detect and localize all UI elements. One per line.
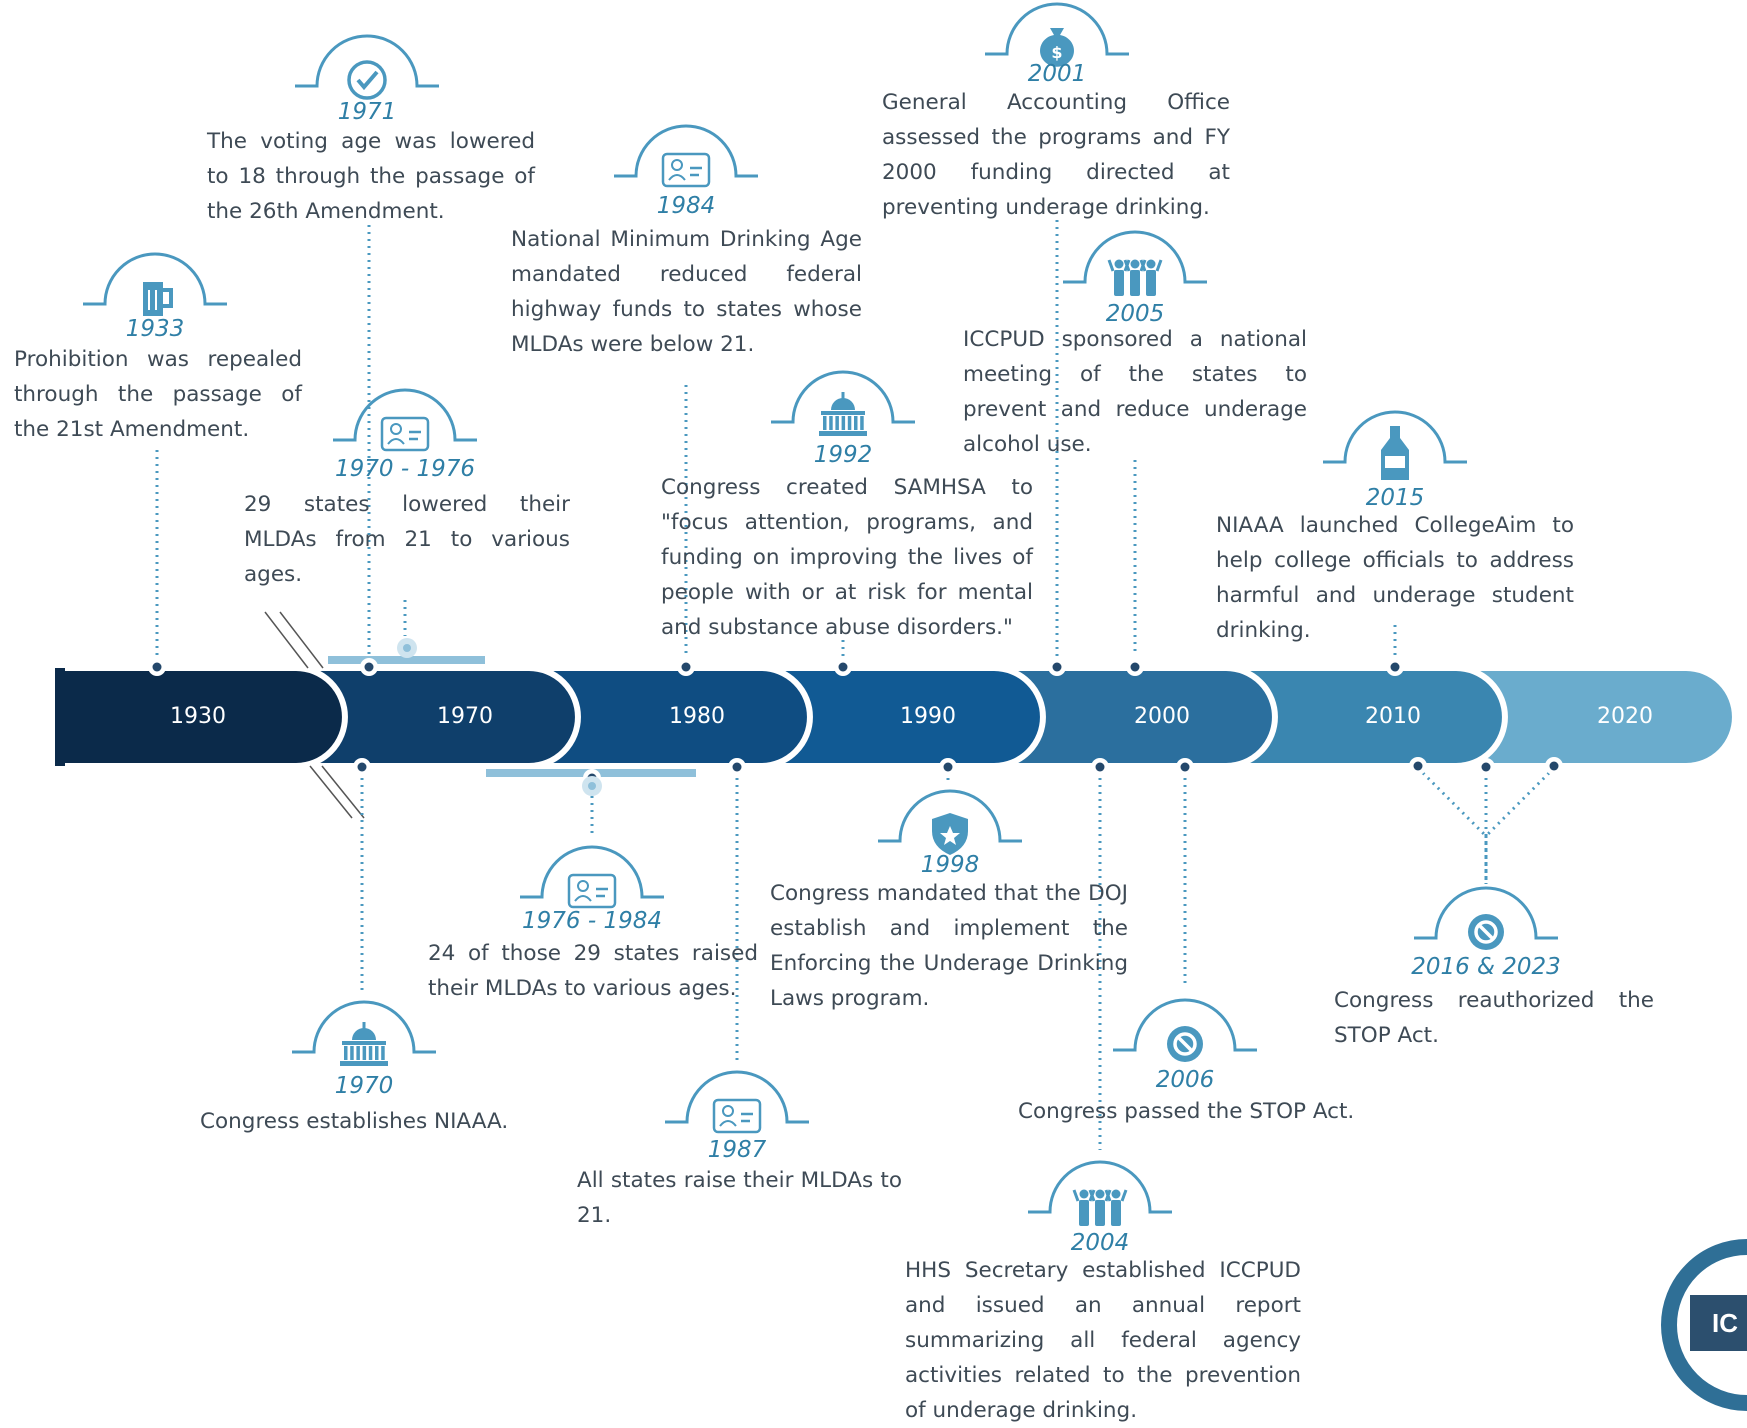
icon-badge: $ [985, 2, 1129, 67]
id-card-icon [380, 416, 430, 452]
capitol-icon [340, 1022, 388, 1066]
era-label: 2000 [1134, 704, 1190, 729]
event-year: 1933 [125, 316, 185, 342]
people-group-icon [1107, 259, 1163, 296]
era-segment-1980 [542, 665, 813, 769]
event-description: Congress establishes NIAAA. [200, 1109, 509, 1134]
money-bag-icon: $ [1040, 28, 1074, 67]
event-year: 1971 [337, 99, 397, 125]
event-year: 2015 [1365, 485, 1425, 511]
event-2016-2023 [1414, 758, 1558, 950]
event-1970 [292, 758, 436, 1066]
icon-badge [1414, 886, 1558, 950]
prohibited-icon [1468, 914, 1504, 950]
event-description: All states raise their MLDAs to 21. [577, 1168, 902, 1228]
bottle-icon [1381, 426, 1409, 480]
era-segment-1930 [52, 665, 348, 769]
event-description: Prohibition was repealed through the pas… [14, 347, 302, 442]
event-year: 1970 - 1976 [335, 456, 475, 482]
id-card-icon [712, 1098, 762, 1134]
era-segment-2010 [1242, 665, 1508, 769]
era-label: 1990 [900, 704, 956, 729]
era-label: 1930 [170, 704, 226, 729]
event-year: 2005 [1105, 301, 1165, 327]
event-description: The voting age was lowered to 18 through… [207, 129, 535, 224]
id-card-icon [661, 152, 711, 188]
range-bar-1970-1976 [328, 656, 485, 664]
event-year: 2016 & 2023 [1411, 954, 1561, 980]
icon-badge [292, 1000, 436, 1066]
era-segment-2020 [1472, 665, 1738, 769]
prohibited-icon [1167, 1026, 1203, 1062]
icon-badge [1063, 230, 1207, 296]
icon-badge [520, 845, 664, 909]
era-label: 2010 [1365, 704, 1421, 729]
icon-badge [1113, 998, 1257, 1062]
event-description: General Accounting Office assessed the p… [882, 90, 1230, 220]
event-year: 1992 [813, 442, 873, 468]
event-description: Congress mandated that the DOJ establish… [770, 881, 1128, 1011]
icon-badge [614, 124, 758, 188]
icon-badge [1028, 1160, 1172, 1226]
era-label: 1970 [437, 704, 493, 729]
svg-text:$: $ [1051, 43, 1062, 62]
event-2006 [1113, 758, 1257, 1062]
event-2004 [1028, 758, 1172, 1226]
event-1992 [771, 370, 915, 676]
event-description: NIAAA launched CollegeAim to help colleg… [1216, 513, 1574, 643]
event-description: National Minimum Drinking Age mandated r… [511, 227, 862, 357]
event-description: ICCPUD sponsored a national meeting of t… [963, 327, 1307, 457]
event-year: 1976 - 1984 [522, 908, 662, 934]
event-description: Congress passed the STOP Act. [1018, 1099, 1355, 1124]
icon-badge [665, 1070, 809, 1134]
event-description: 29 states lowered their MLDAs from 21 to… [244, 492, 570, 587]
people-group-icon [1072, 1189, 1128, 1226]
logo-text: IC [1712, 1308, 1738, 1338]
event-year: 2001 [1027, 61, 1087, 87]
event-2001: $ [985, 2, 1129, 676]
icon-badge [83, 252, 227, 316]
era-segment-2000 [1007, 665, 1278, 769]
event-1933 [83, 252, 227, 676]
icon-badge [1323, 410, 1467, 480]
event-2015 [1323, 410, 1467, 676]
icon-badge [333, 388, 477, 452]
event-1998 [878, 758, 1022, 855]
era-label: 2020 [1597, 704, 1653, 729]
era-label: 1980 [669, 704, 725, 729]
event-year: 1998 [920, 852, 980, 878]
icon-badge [295, 34, 439, 100]
iccpud-logo [1661, 1239, 1747, 1411]
era-segment-1990 [777, 665, 1046, 769]
event-2005 [1063, 230, 1207, 676]
event-year: 1970 [334, 1073, 394, 1099]
event-description: 24 of those 29 states raised their MLDAs… [428, 941, 758, 1001]
event-year: 2004 [1070, 1230, 1130, 1256]
event-year: 1984 [656, 193, 716, 219]
event-year: 1987 [707, 1137, 767, 1163]
capitol-icon [819, 392, 867, 436]
police-badge-icon [932, 813, 968, 855]
era-segment-1970 [307, 665, 581, 769]
check-circle-icon [347, 60, 387, 100]
beer-mug-icon [143, 282, 173, 316]
icon-badge [878, 789, 1022, 855]
event-description: Congress created SAMHSA to "focus attent… [661, 475, 1033, 640]
event-year: 2006 [1155, 1067, 1215, 1093]
icon-badge [771, 370, 915, 436]
event-description: HHS Secretary established ICCPUD and iss… [905, 1258, 1301, 1423]
event-1984 [614, 124, 758, 676]
event-1971 [295, 34, 439, 676]
event-description: Congress reauthorized the STOP Act. [1334, 988, 1654, 1048]
id-card-icon [567, 873, 617, 909]
event-1987 [665, 758, 809, 1134]
